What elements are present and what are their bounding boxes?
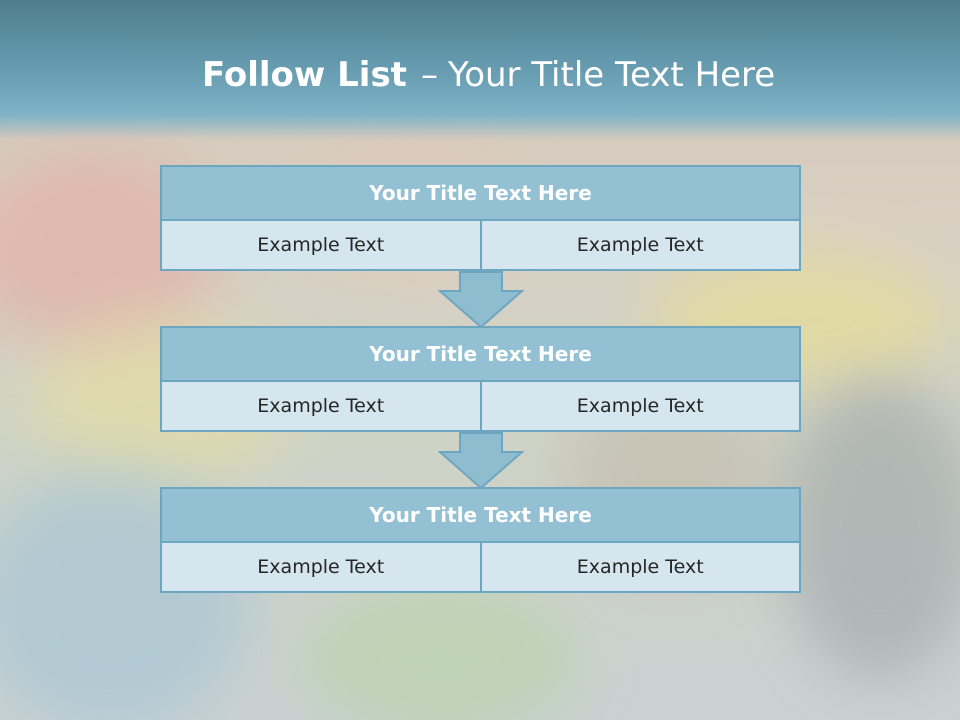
list-block-1: Your Title Text Here Example Text Exampl… [160,165,801,271]
slide-title-separator: – [420,55,438,95]
slide-title: Follow List–Your Title Text Here [0,52,960,98]
block-cell-left: Example Text [160,382,482,432]
list-block-2: Your Title Text Here Example Text Exampl… [160,326,801,432]
block-cell-right: Example Text [481,221,801,271]
title-bar [0,0,960,140]
down-arrow-icon [438,271,524,329]
block-cell-left: Example Text [160,543,482,593]
block-row: Example Text Example Text [160,382,801,432]
block-title: Your Title Text Here [160,487,801,543]
slide-title-bold: Follow List [202,55,407,95]
block-row: Example Text Example Text [160,543,801,593]
block-title: Your Title Text Here [160,326,801,382]
slide-title-rest: Your Title Text Here [447,55,776,95]
block-row: Example Text Example Text [160,221,801,271]
list-block-3: Your Title Text Here Example Text Exampl… [160,487,801,593]
block-cell-left: Example Text [160,221,482,271]
down-arrow-icon [438,432,524,490]
block-cell-right: Example Text [481,543,801,593]
block-cell-right: Example Text [481,382,801,432]
block-title: Your Title Text Here [160,165,801,221]
